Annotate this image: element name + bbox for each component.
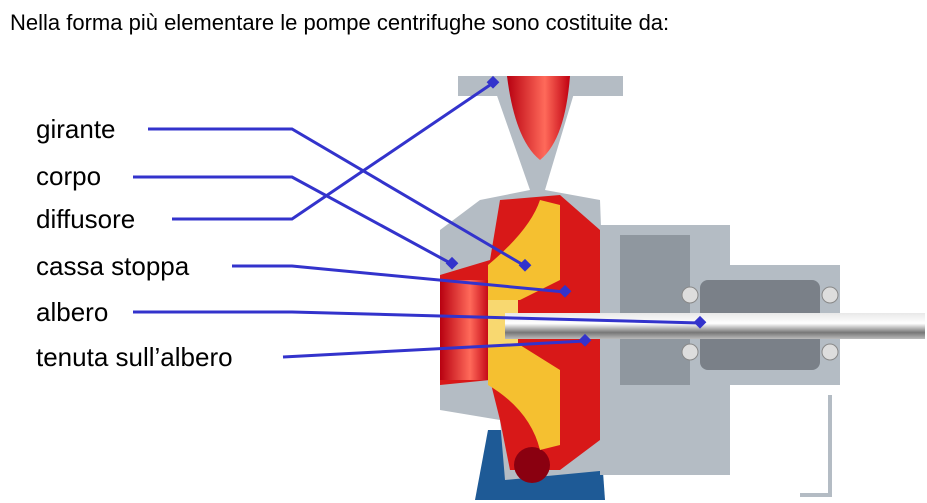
- leader-corpo: [133, 175, 453, 266]
- shaft: [505, 313, 925, 339]
- label-diffusore: diffusore: [36, 204, 136, 234]
- slide-title: Nella forma più elementare le pompe cent…: [10, 10, 670, 35]
- support-foot: [800, 395, 832, 497]
- leader-lines: [133, 81, 701, 359]
- leader-albero: [133, 310, 701, 325]
- leader-tenuta: [282, 339, 586, 359]
- discharge-fluid: [507, 76, 570, 160]
- leader-cassa-stoppa: [232, 264, 566, 294]
- bearings: [681, 286, 839, 361]
- label-corpo: corpo: [36, 161, 102, 191]
- label-tenuta-albero: tenuta sull’albero: [36, 342, 233, 372]
- label-cassa-stoppa: cassa stoppa: [36, 251, 190, 281]
- leader-girante: [148, 127, 526, 268]
- label-girante: girante: [36, 114, 116, 144]
- leader-diffusore: [172, 81, 494, 221]
- label-albero: albero: [36, 297, 109, 327]
